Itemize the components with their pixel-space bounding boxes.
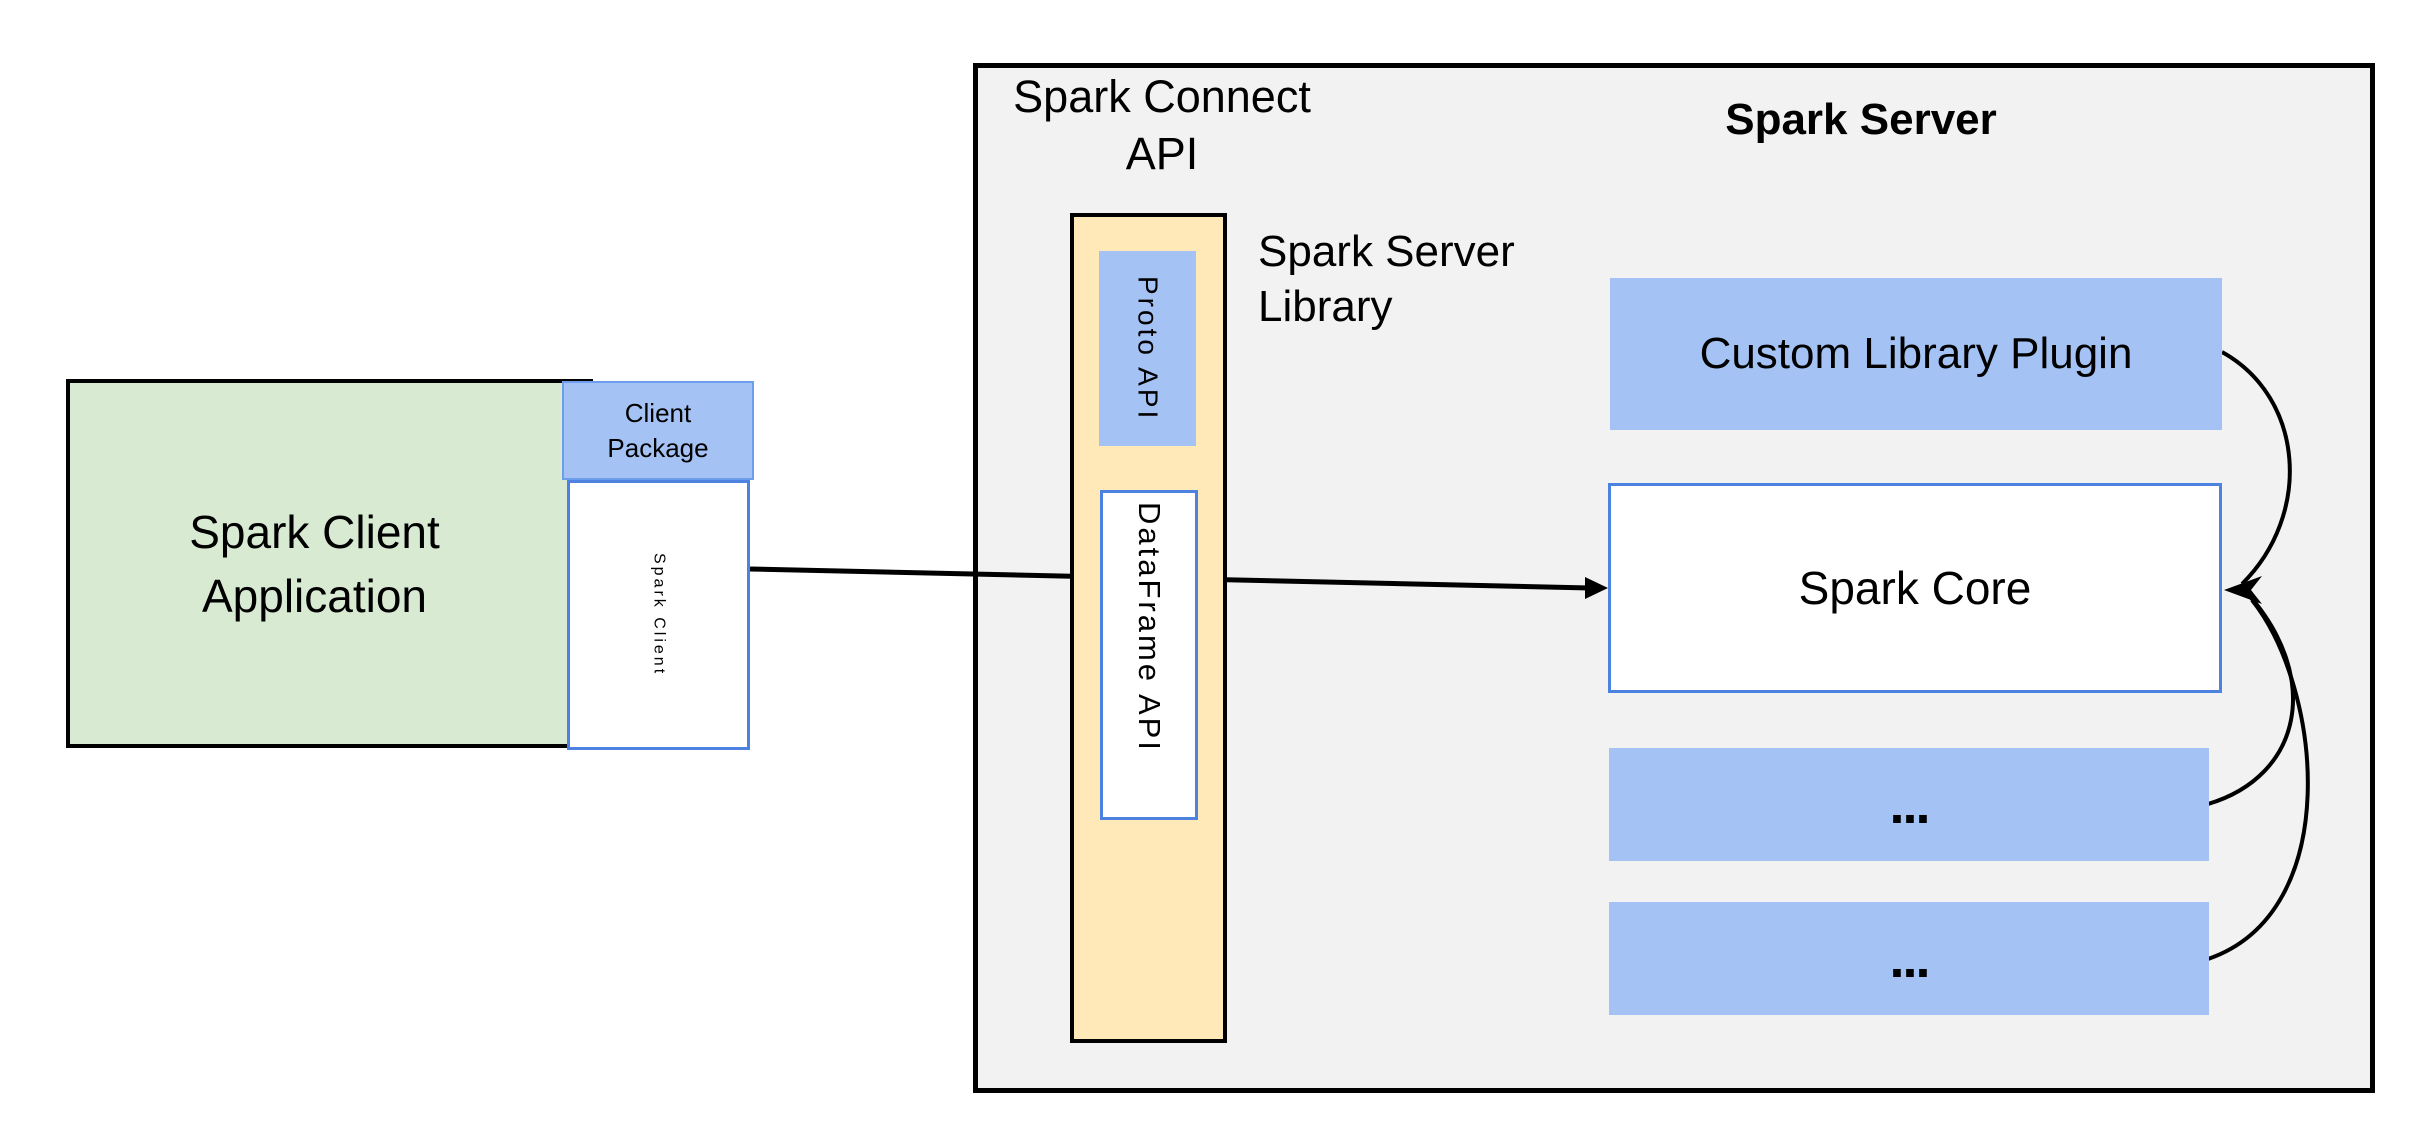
proto-api-box: Proto API [1099,251,1196,446]
spark-connect-api-label-line1: Spark Connect [1013,71,1311,122]
dataframe-api-label: DataFrame API [1132,502,1167,753]
spark-client-application-label-line2: Application [201,569,428,622]
spark-client-application-box: Spark Client Application [66,379,593,748]
client-package-label-line2: Package [607,432,709,463]
spark-connect-api-label: Spark Connect API [1012,68,1312,182]
spark-server-title: Spark Server [1725,95,1997,144]
client-package-label-line1: Client [624,397,692,428]
client-package-box: Client Package [562,381,754,480]
spark-server-library-label-line2: Library [1258,282,1393,331]
spark-client-box: Spark Client [567,480,750,750]
spark-core-label: Spark Core [1798,562,2032,614]
spark-client-application-label-line1: Spark Client [189,505,440,558]
spark-connect-api-label-line2: API [1125,128,1199,179]
module-placeholder-box-bottom: ... [1609,902,2209,1015]
spark-client-label: Spark Client [650,553,668,677]
proto-api-label: Proto API [1132,275,1164,422]
custom-library-plugin-label: Custom Library Plugin [1699,329,2133,378]
spark-core-box: Spark Core [1608,483,2222,693]
module-placeholder-label-bottom: ... [1889,928,1930,989]
spark-server-library-label-line1: Spark Server [1258,227,1515,276]
module-placeholder-box-top: ... [1609,748,2209,861]
spark-server-library-label: Spark Server Library [1258,224,1515,334]
module-placeholder-label-top: ... [1889,774,1930,835]
dataframe-api-box: DataFrame API [1100,490,1198,820]
custom-library-plugin-box: Custom Library Plugin [1610,278,2222,430]
